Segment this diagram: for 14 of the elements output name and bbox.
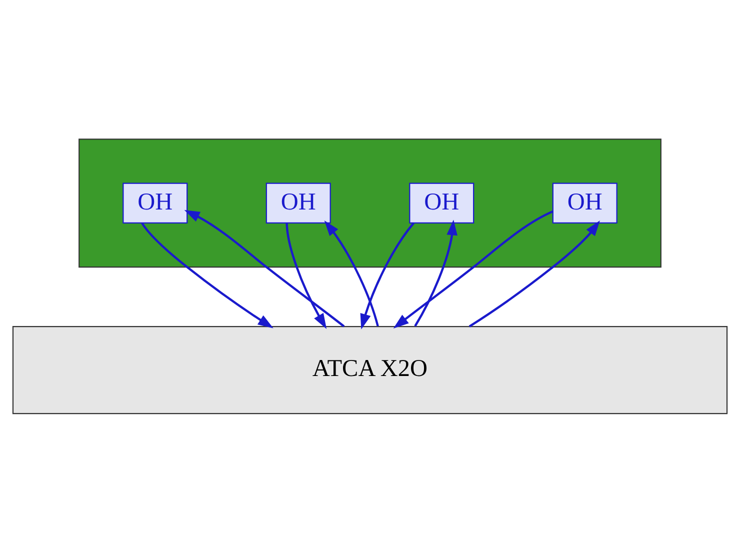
arrow [468,220,600,328]
arrow [414,220,458,327]
arrow [184,210,345,328]
node-box: OH [122,182,188,224]
node-box: ATCA X2O [12,326,728,414]
cluster [78,138,662,268]
arrow [393,210,554,328]
node-box: OH [552,182,618,224]
arrow [286,223,327,329]
arrow [141,222,274,328]
node-box: OH [266,182,331,224]
arrow [324,220,379,326]
node-box: OH [409,182,474,224]
arrow [360,222,414,330]
